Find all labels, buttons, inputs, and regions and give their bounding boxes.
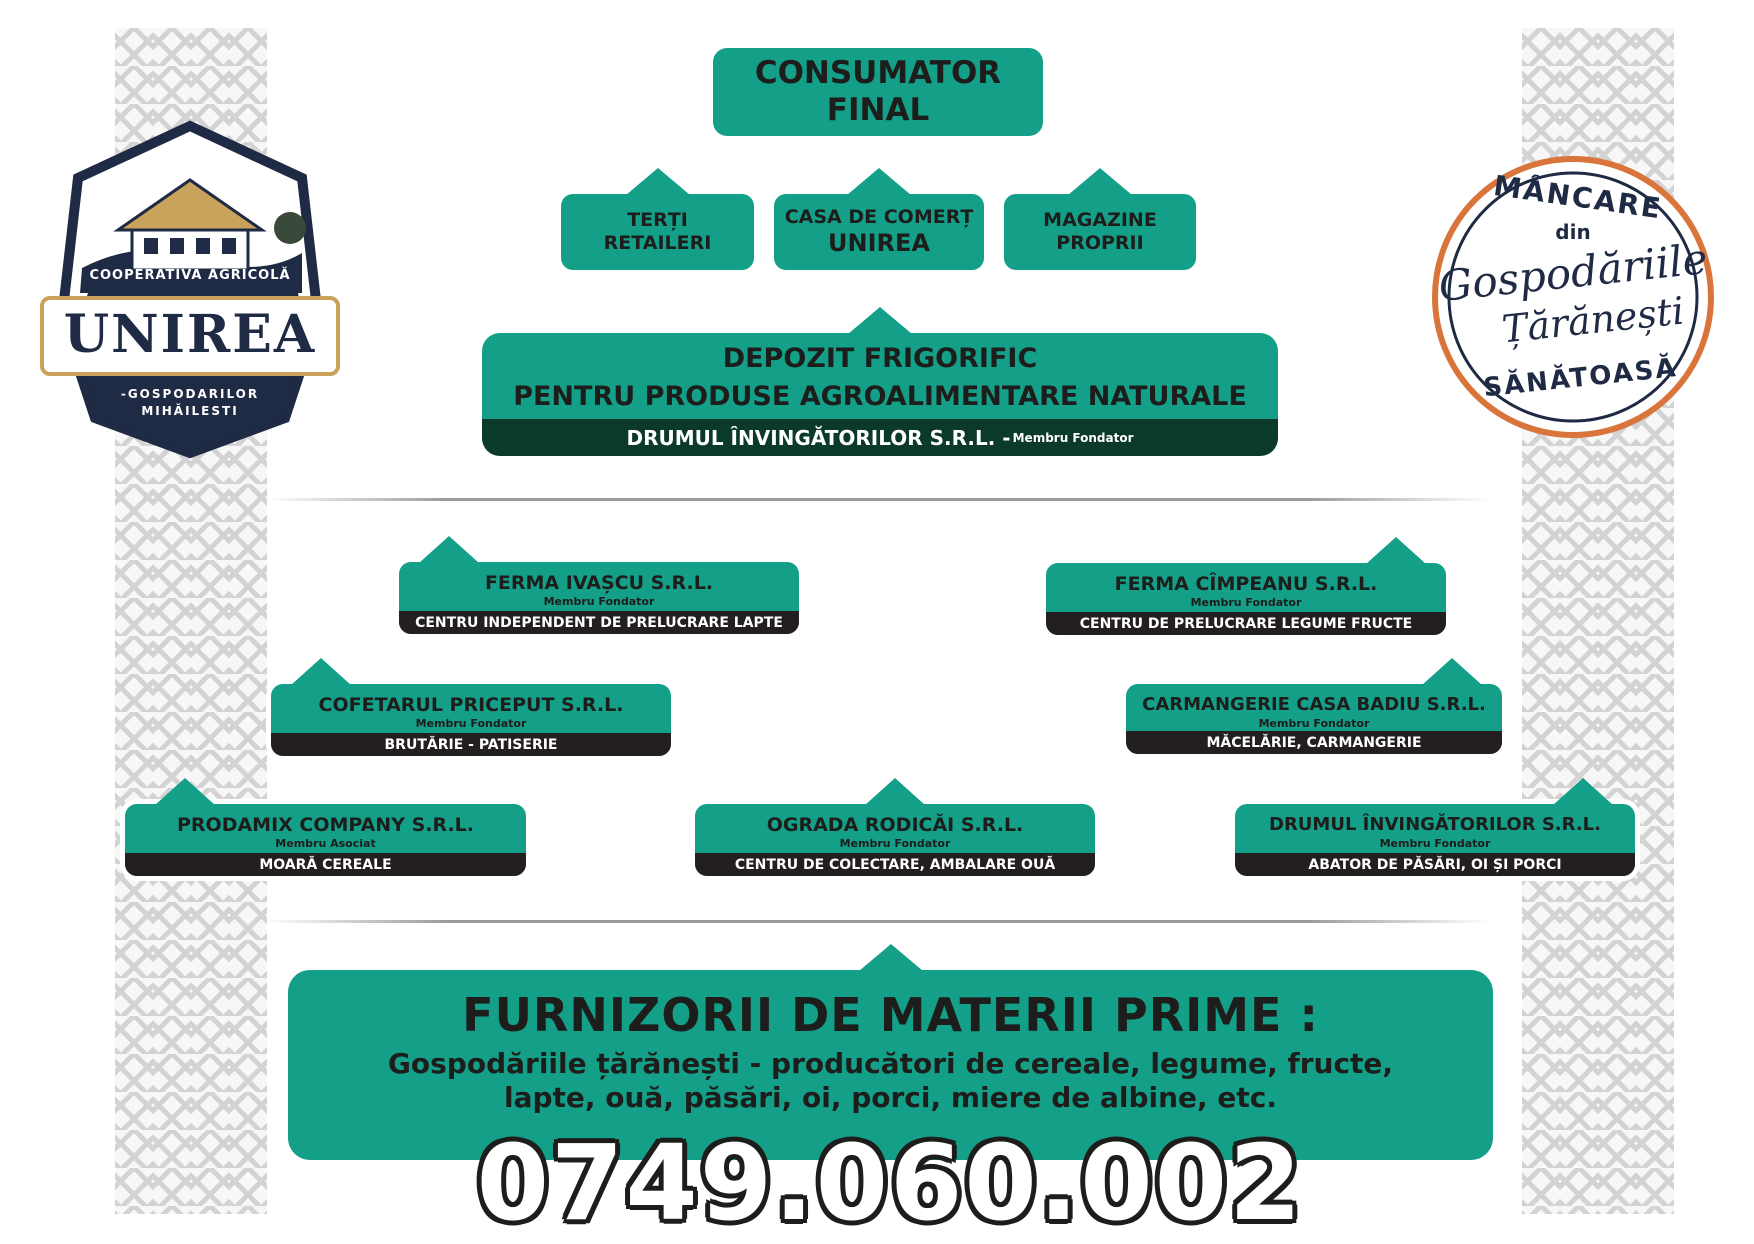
logo-ribbon xyxy=(40,296,340,376)
firm-role: MOARĂ CEREALE xyxy=(259,856,392,873)
suppliers-title: FURNIZORII DE MATERII PRIME : xyxy=(462,988,1319,1042)
channel-third-party-retailers: TERȚI RETAILERI xyxy=(561,168,754,270)
firm-membership: Membru Fondator xyxy=(1379,837,1491,850)
warehouse-line1: DEPOZIT FRIGORIFIC xyxy=(722,343,1038,374)
firm-role-band: MĂCELĂRIE, CARMANGERIE xyxy=(1126,731,1502,754)
phone-number: 0749.060.002 xyxy=(476,1122,1304,1244)
firm-name: CARMANGERIE CASA BADIU S.R.L. xyxy=(1142,694,1486,715)
firm-card: COFETARUL PRICEPUT S.R.L. Membru Fondato… xyxy=(271,658,671,756)
firm-name: PRODAMIX COMPANY S.R.L. xyxy=(176,814,474,836)
firm-card: PRODAMIX COMPANY S.R.L. Membru Asociat M… xyxy=(125,778,526,876)
suppliers-box: FURNIZORII DE MATERII PRIME : Gospodării… xyxy=(288,944,1493,1160)
firm-card: OGRADA RODICĂI S.R.L. Membru Fondator CE… xyxy=(695,778,1095,876)
arrow-notch xyxy=(291,658,351,685)
channel-line1: CASA DE COMERȚ xyxy=(784,206,974,229)
arrow-notch xyxy=(1422,658,1482,685)
logo-bottom-text: -GOSPODARILOR MIHĂILESTI xyxy=(120,387,260,418)
channel-own-stores: MAGAZINE PROPRII xyxy=(1004,168,1196,270)
firm-membership: Membru Fondator xyxy=(1190,596,1302,609)
stamp-ring-icon xyxy=(1432,156,1714,438)
suppliers-line2: lapte, ouă, păsări, oi, porci, miere de … xyxy=(503,1080,1278,1114)
firm-role: BRUTĂRIE - PATISERIE xyxy=(384,736,558,753)
channel-line1: TERȚI xyxy=(627,209,688,232)
channel-line1: MAGAZINE xyxy=(1043,209,1157,232)
firm-name: FERMA CÎMPEANU S.R.L. xyxy=(1114,573,1378,595)
arrow-notch xyxy=(419,536,479,563)
logo-top-text: COOPERATIVA AGRICOLĂ xyxy=(89,268,291,283)
separator-line xyxy=(265,498,1490,501)
consumer-line2: FINAL xyxy=(826,92,930,128)
firm-membership: Membru Fondator xyxy=(839,837,951,850)
firm-membership: Membru Fondator xyxy=(415,717,527,730)
firm-card: CARMANGERIE CASA BADIU S.R.L. Membru Fon… xyxy=(1126,658,1502,754)
stamp-middle-word: din xyxy=(1555,220,1591,244)
separator-line xyxy=(265,920,1490,923)
firm-role: CENTRU DE COLECTARE, AMBALARE OUĂ xyxy=(734,856,1056,873)
firm-role: MĂCELĂRIE, CARMANGERIE xyxy=(1206,734,1422,751)
arrow-notch xyxy=(847,168,911,195)
firm-role: ABATOR DE PĂSĂRI, OI ȘI PORCI xyxy=(1308,856,1562,873)
warehouse-company-band: DRUMUL ÎNVINGĂTORILOR S.R.L. - Membru Fo… xyxy=(482,419,1278,456)
firm-card: FERMA CÎMPEANU S.R.L. Membru Fondator CE… xyxy=(1046,537,1446,635)
arrow-notch xyxy=(1068,168,1132,195)
arrow-notch xyxy=(858,944,923,971)
suppliers-line1: Gospodăriile țărănești - producători de … xyxy=(387,1047,1394,1081)
firm-role: CENTRU INDEPENDENT DE PRELUCRARE LAPTE xyxy=(415,614,783,631)
firm-membership: Membru Fondator xyxy=(1258,717,1370,730)
arrow-notch xyxy=(848,307,912,334)
warehouse-member: Membru Fondator xyxy=(1012,430,1134,445)
arrow-notch xyxy=(625,168,690,195)
channel-line2: PROPRII xyxy=(1056,232,1144,254)
firm-membership: Membru Asociat xyxy=(275,837,376,850)
arrow-notch xyxy=(865,778,925,805)
firm-membership: Membru Fondator xyxy=(543,595,655,608)
consumer-line1: CONSUMATOR xyxy=(754,54,1002,91)
warehouse-box: DEPOZIT FRIGORIFIC PENTRU PRODUSE AGROAL… xyxy=(482,307,1278,456)
firm-role-band: CENTRU INDEPENDENT DE PRELUCRARE LAPTE xyxy=(399,611,799,634)
firm-name: DRUMUL ÎNVINGĂTORILOR S.R.L. xyxy=(1269,814,1601,835)
firm-role: CENTRU DE PRELUCRARE LEGUME FRUCTE xyxy=(1079,615,1413,632)
warehouse-line2: PENTRU PRODUSE AGROALIMENTARE NATURALE xyxy=(513,381,1247,413)
firm-role-band: BRUTĂRIE - PATISERIE xyxy=(271,733,671,756)
firm-role-band: MOARĂ CEREALE xyxy=(125,853,526,876)
warehouse-company: DRUMUL ÎNVINGĂTORILOR S.R.L. - xyxy=(626,425,1011,450)
firm-role-band: ABATOR DE PĂSĂRI, OI ȘI PORCI xyxy=(1235,853,1635,876)
firm-role-band: CENTRU DE PRELUCRARE LEGUME FRUCTE xyxy=(1046,612,1446,635)
firm-name: OGRADA RODICĂI S.R.L. xyxy=(766,814,1024,836)
channel-line2: UNIREA xyxy=(828,229,930,257)
logo-name: UNIREA xyxy=(63,304,317,365)
firm-card: DRUMUL ÎNVINGĂTORILOR S.R.L. Membru Fond… xyxy=(1235,778,1635,876)
firm-name: COFETARUL PRICEPUT S.R.L. xyxy=(318,694,624,716)
channel-trade-house: CASA DE COMERȚ UNIREA xyxy=(774,168,984,270)
firm-name: FERMA IVAȘCU S.R.L. xyxy=(484,572,714,594)
arrow-notch xyxy=(1366,537,1426,564)
unirea-logo: COOPERATIVA AGRICOLĂ UNIREA -GOSPODARILO… xyxy=(40,118,340,458)
firm-role-band: CENTRU DE COLECTARE, AMBALARE OUĂ xyxy=(695,853,1095,876)
consumer-box: CONSUMATOR FINAL xyxy=(713,48,1043,136)
channel-line2: RETAILERI xyxy=(603,232,712,254)
stamp-logo: MÂNCARE din Gospodăriile Țărănești SĂNĂT… xyxy=(1428,152,1718,442)
arrow-notch xyxy=(1553,778,1613,805)
firm-card: FERMA IVAȘCU S.R.L. Membru Fondator CENT… xyxy=(399,536,799,634)
arrow-notch xyxy=(155,778,215,805)
